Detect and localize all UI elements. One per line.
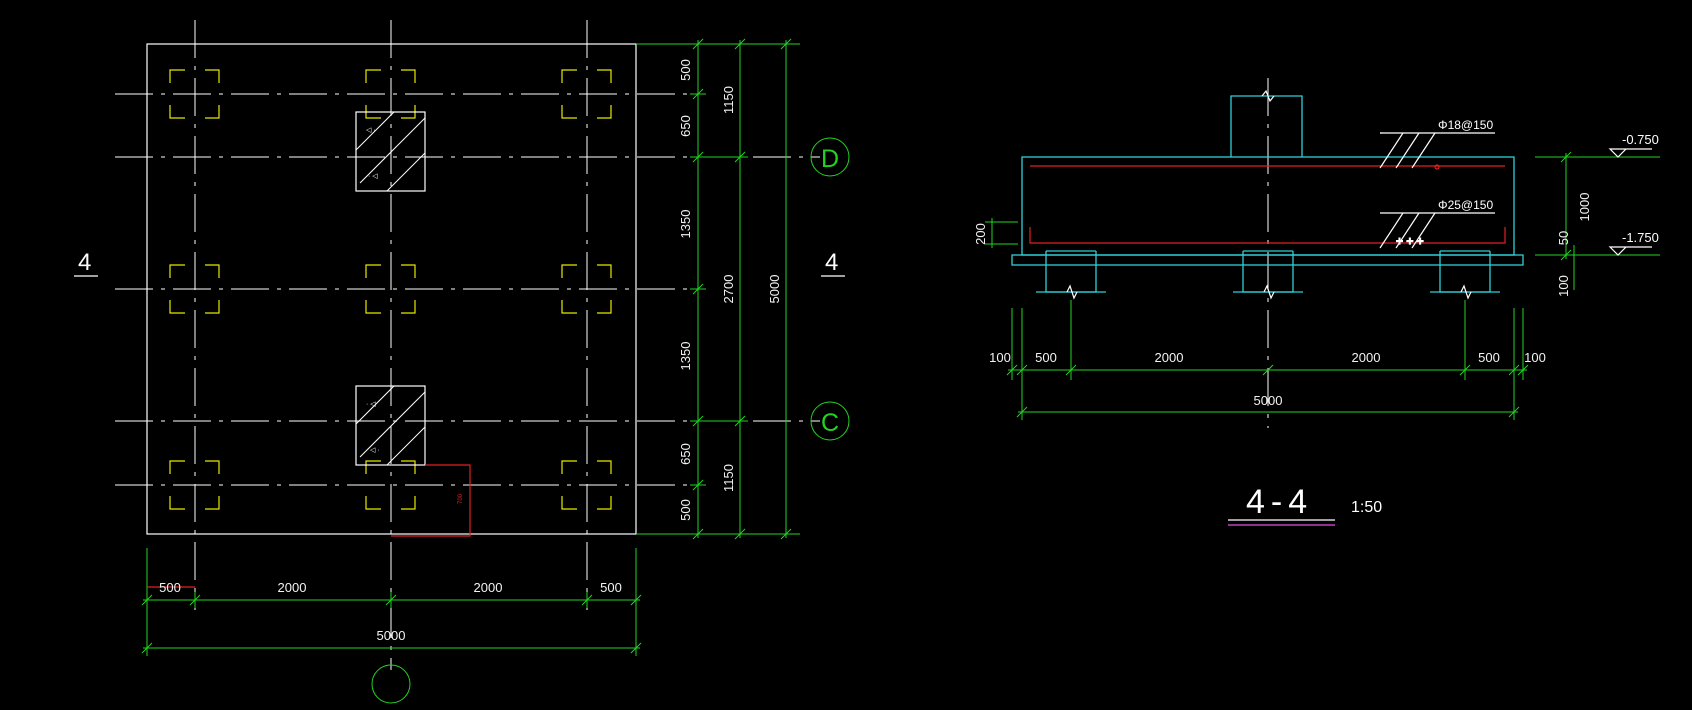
svg-text:◁ ·: ◁ ·	[370, 447, 380, 454]
svg-text:650: 650	[678, 443, 693, 465]
svg-text:2000: 2000	[1155, 350, 1184, 365]
bottom-rebar	[1029, 227, 1506, 244]
section-scale: 1:50	[1351, 499, 1382, 516]
column-d: ◁ · · ◁	[355, 111, 426, 192]
small-dim-line	[391, 464, 471, 537]
svg-text:5000: 5000	[1254, 393, 1283, 408]
section-mark-left: 4	[78, 249, 91, 276]
grid-bubble-bottom	[371, 664, 411, 704]
svg-text:· ◁: · ◁	[366, 401, 376, 408]
svg-text:1150: 1150	[721, 86, 736, 114]
dim-200: 200	[973, 218, 1018, 248]
svg-text:100: 100	[989, 350, 1011, 365]
svg-text:50: 50	[1556, 231, 1571, 245]
svg-text:1350: 1350	[678, 210, 693, 239]
plan-view: ◁ · · ◁ · ◁ ◁ · 700 4 4 D C	[74, 20, 850, 704]
svg-text:500: 500	[678, 59, 693, 81]
svg-text:1000: 1000	[1577, 193, 1592, 222]
svg-text:+ + +: + + +	[1396, 234, 1424, 248]
svg-text:1150: 1150	[721, 464, 736, 492]
right-dimensions: 500 650 1350 1350 650 500 1150 2700 1150…	[636, 38, 800, 540]
rebar-top-label: Φ18@150	[1438, 118, 1493, 132]
section-title: 4-4	[1246, 483, 1313, 521]
elevation-marks: -0.750 -1.750 1000 50 100	[1535, 132, 1660, 297]
svg-text:100: 100	[1524, 350, 1546, 365]
section-mark-right: 4	[825, 249, 838, 276]
svg-text:2000: 2000	[474, 580, 503, 595]
svg-text:-1.750: -1.750	[1622, 230, 1659, 245]
svg-text:500: 500	[1478, 350, 1500, 365]
pile-caps	[169, 69, 612, 510]
svg-text:100: 100	[1556, 275, 1571, 297]
grid-bubble-c: C	[821, 409, 839, 437]
bottom-dimensions: 500 2000 2000 500 5000	[141, 548, 642, 656]
column-c: · ◁ ◁ ·	[355, 385, 426, 466]
cushion-layer	[1011, 254, 1524, 266]
rebar-bottom-label: Φ25@150	[1438, 198, 1493, 212]
column-stub	[1230, 95, 1303, 157]
section-view: + + + Φ18@150 Φ25@150 -0.750 -1.750 1000…	[973, 78, 1660, 526]
svg-text:5000: 5000	[767, 275, 782, 304]
svg-text:500: 500	[600, 580, 622, 595]
svg-text:500: 500	[678, 499, 693, 521]
piles	[1036, 250, 1500, 293]
svg-text:500: 500	[1035, 350, 1057, 365]
svg-text:◁ ·: ◁ ·	[366, 127, 376, 134]
svg-text:-0.750: -0.750	[1622, 132, 1659, 147]
svg-text:650: 650	[678, 115, 693, 137]
svg-text:1350: 1350	[678, 342, 693, 371]
svg-text:· ◁: · ◁	[368, 173, 378, 180]
svg-text:2700: 2700	[721, 275, 736, 304]
grid-bubble-d: D	[821, 145, 839, 173]
svg-text:200: 200	[973, 223, 988, 245]
small-dim-text: 700	[458, 493, 464, 504]
svg-text:2000: 2000	[1352, 350, 1381, 365]
svg-text:500: 500	[159, 580, 181, 595]
svg-text:5000: 5000	[377, 628, 406, 643]
section-bottom-dimensions: 100 500 2000 2000 500 100 5000	[989, 300, 1546, 420]
svg-text:2000: 2000	[278, 580, 307, 595]
